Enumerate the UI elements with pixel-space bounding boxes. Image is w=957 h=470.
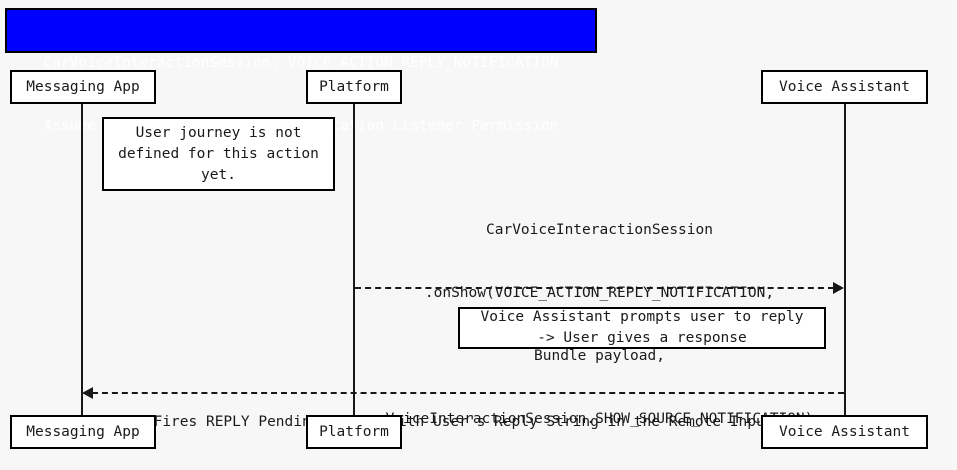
diagram-title-banner: CarVoiceInteractionSession: VOICE_ACTION…: [5, 8, 597, 134]
note-line-2: defined for this action: [118, 145, 319, 162]
message-line-2: .onShow(VOICE_ACTION_REPLY_NOTIFICATION,: [424, 285, 775, 301]
message-arrow-reply-head: [82, 387, 93, 399]
participant-label: Platform: [319, 79, 389, 95]
participant-label: Voice Assistant: [779, 424, 910, 440]
message-label-reply-pending-intent: Fires REPLY Pending Intent with User's R…: [83, 370, 844, 470]
note-user-journey: User journey is not defined for this act…: [102, 117, 335, 191]
note-line-2: -> User gives a response: [537, 330, 747, 346]
participant-platform-bottom[interactable]: Platform: [306, 415, 402, 449]
message-label-on-show: CarVoiceInteractionSession .onShow(VOICE…: [355, 178, 844, 470]
message-line-1: CarVoiceInteractionSession: [486, 222, 713, 238]
diagram-title-line-1: CarVoiceInteractionSession: VOICE_ACTION…: [43, 55, 559, 71]
message-line-3: Bundle payload,: [534, 348, 665, 364]
note-line-1: Voice Assistant prompts user to reply: [480, 309, 804, 325]
message-line-1: Fires REPLY Pending Intent with User's R…: [153, 414, 774, 430]
message-line-4: VoiceInteractionSession.SHOW_SOURCE_NOTI…: [385, 411, 814, 427]
participant-voice-assistant-top[interactable]: Voice Assistant: [761, 70, 928, 104]
lifeline-platform: [353, 103, 355, 416]
message-arrow-reply-line: [92, 392, 844, 394]
note-line-1: User journey is not: [135, 124, 302, 141]
participant-platform-top[interactable]: Platform: [306, 70, 402, 104]
lifeline-messaging-app: [81, 103, 83, 416]
participant-messaging-app-top[interactable]: Messaging App: [10, 70, 156, 104]
participant-label: Messaging App: [26, 79, 140, 95]
participant-messaging-app-bottom[interactable]: Messaging App: [10, 415, 156, 449]
participant-voice-assistant-bottom[interactable]: Voice Assistant: [761, 415, 928, 449]
lifeline-voice-assistant: [844, 103, 846, 416]
message-arrow-on-show-head: [833, 282, 844, 294]
message-arrow-on-show-line: [355, 287, 834, 289]
participant-label: Platform: [319, 424, 389, 440]
note-line-3: yet.: [201, 166, 236, 183]
note-voice-prompt: Voice Assistant prompts user to reply ->…: [458, 307, 826, 349]
participant-label: Messaging App: [26, 424, 140, 440]
participant-label: Voice Assistant: [779, 79, 910, 95]
